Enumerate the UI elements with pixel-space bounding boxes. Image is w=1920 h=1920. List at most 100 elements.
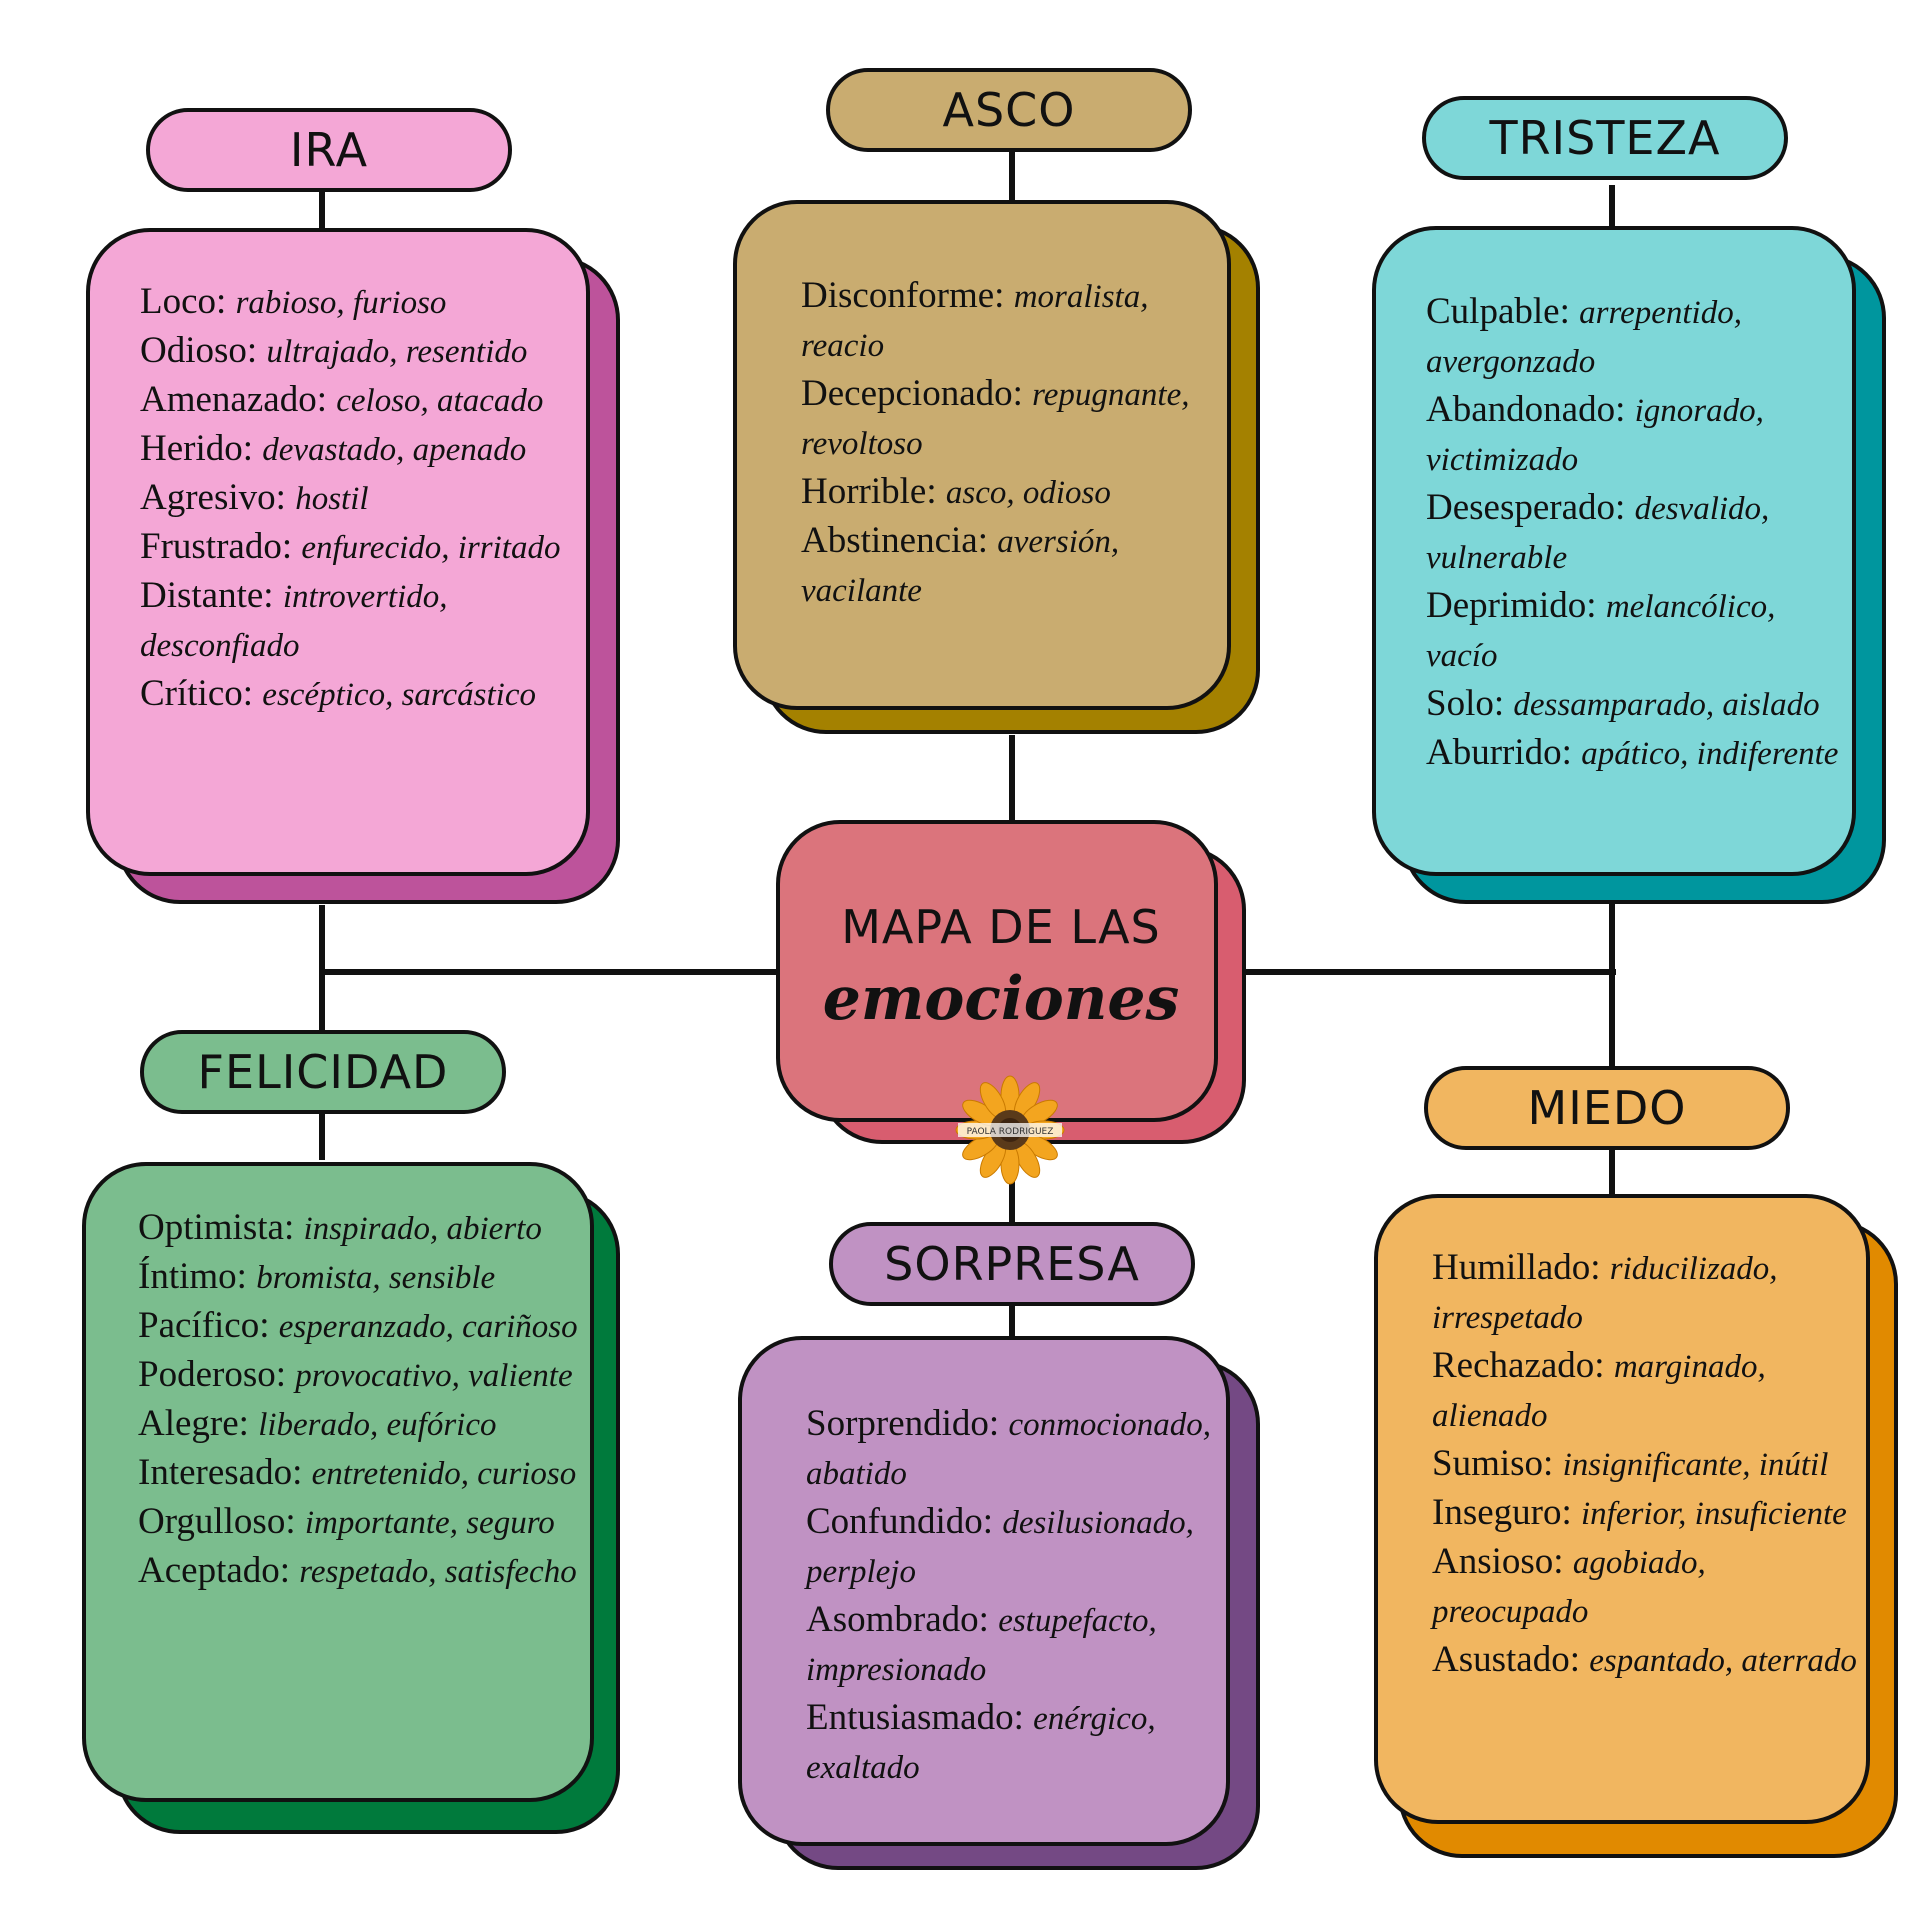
miedo-item-term: Humillado:: [1432, 1247, 1601, 1288]
ira-item-term: Amenazado:: [140, 379, 327, 420]
felicidad-item-term: Poderoso:: [138, 1354, 286, 1395]
ira-item-desc: escéptico, sarcástico: [262, 677, 536, 713]
ira-item-desc: devastado, apenado: [262, 432, 527, 468]
sorpresa-item-desc: desilusionado, perplejo: [806, 1505, 1194, 1590]
ira-item: Amenazado: celoso, atacado: [140, 376, 586, 425]
felicidad-item: Aceptado: respetado, satisfecho: [138, 1547, 590, 1596]
felicidad-title: FELICIDAD: [140, 1030, 506, 1114]
ira-item-desc: introvertido, desconfiado: [140, 579, 448, 664]
felicidad-item: Íntimo: bromista, sensible: [138, 1253, 590, 1302]
center-title: MAPA DE LAS emociones: [776, 900, 1226, 1034]
miedo-item-desc: riducilizado, irrespetado: [1432, 1251, 1778, 1336]
felicidad-item: Alegre: liberado, eufórico: [138, 1400, 590, 1449]
asco-item: Abstinencia: aversión, vacilante: [801, 517, 1207, 615]
felicidad-item-desc: inspirado, abierto: [303, 1211, 542, 1247]
ira-item-desc: rabioso, furioso: [235, 285, 447, 321]
tristeza-item: Deprimido: melancólico, vacío: [1426, 582, 1852, 680]
felicidad-item-desc: provocativo, valiente: [295, 1358, 573, 1394]
felicidad-item-desc: esperanzado, cariñoso: [278, 1309, 578, 1345]
ira-item: Crítico: escéptico, sarcástico: [140, 670, 586, 719]
sorpresa-item-term: Sorprendido:: [806, 1403, 1000, 1444]
sorpresa-item-term: Confundido:: [806, 1501, 994, 1542]
ira-item: Frustrado: enfurecido, irritado: [140, 523, 586, 572]
sorpresa-item: Confundido: desilusionado, perplejo: [806, 1498, 1216, 1596]
tristeza-item-term: Abandonado:: [1426, 389, 1626, 430]
sorpresa-item-term: Asombrado:: [806, 1599, 989, 1640]
asco-title: ASCO: [826, 68, 1192, 152]
miedo-item-desc: espantado, aterrado: [1589, 1643, 1857, 1679]
tristeza-item: Culpable: arrepentido, avergonzado: [1426, 288, 1852, 386]
ira-item-term: Agresivo:: [140, 477, 286, 518]
miedo-item-desc: insignificante, inútil: [1562, 1447, 1829, 1483]
ira-item-term: Herido:: [140, 428, 254, 469]
ira-item-desc: enfurecido, irritado: [301, 530, 561, 566]
miedo-item: Rechazado: marginado, alienado: [1432, 1342, 1866, 1440]
center-title-line2: emociones: [822, 964, 1180, 1034]
center-title-line1: MAPA DE LAS: [841, 900, 1161, 954]
asco-item: Horrible: asco, odioso: [801, 468, 1207, 517]
tristeza-item: Aburrido: apático, indiferente: [1426, 729, 1852, 778]
asco-item-desc: aversión, vacilante: [801, 524, 1120, 609]
ira-item-desc: ultrajado, resentido: [266, 334, 528, 370]
ira-item-term: Distante:: [140, 575, 274, 616]
sorpresa-title: SORPRESA: [829, 1222, 1195, 1306]
ira-item-desc: hostil: [295, 481, 369, 517]
tristeza-item: Abandonado: ignorado, victimizado: [1426, 386, 1852, 484]
ira-item-term: Crítico:: [140, 673, 254, 714]
felicidad-item-desc: respetado, satisfecho: [299, 1554, 577, 1590]
ira-item-term: Loco:: [140, 281, 227, 322]
asco-item: Decepcionado: repugnante, revoltoso: [801, 370, 1207, 468]
miedo-item: Humillado: riducilizado, irrespetado: [1432, 1244, 1866, 1342]
ira-item: Loco: rabioso, furioso: [140, 278, 586, 327]
tristeza-item-term: Solo:: [1426, 683, 1505, 724]
miedo-item-desc: agobiado, preocupado: [1432, 1545, 1706, 1630]
tristeza-item-desc: desvalido, vulnerable: [1426, 491, 1770, 576]
asco-item-term: Horrible:: [801, 471, 937, 512]
ira-item-term: Frustrado:: [140, 526, 293, 567]
ira-item-desc: celoso, atacado: [336, 383, 544, 419]
miedo-item: Asustado: espantado, aterrado: [1432, 1636, 1866, 1685]
miedo-item: Sumiso: insignificante, inútil: [1432, 1440, 1866, 1489]
tristeza-item-desc: arrepentido, avergonzado: [1426, 295, 1742, 380]
asco-item-term: Disconforme:: [801, 275, 1005, 316]
tristeza-item-desc: melancólico, vacío: [1426, 589, 1776, 674]
sorpresa-item-desc: estupefacto, impresionado: [806, 1603, 1157, 1688]
ira-item: Herido: devastado, apenado: [140, 425, 586, 474]
tristeza-title: TRISTEZA: [1422, 96, 1788, 180]
ira-item: Distante: introvertido, desconfiado: [140, 572, 586, 670]
miedo-item-desc: marginado, alienado: [1432, 1349, 1766, 1434]
tristeza-item-desc: apático, indiferente: [1581, 736, 1839, 772]
felicidad-item-term: Pacífico:: [138, 1305, 270, 1346]
felicidad-item-term: Íntimo:: [138, 1256, 247, 1297]
sorpresa-item-desc: conmocionado, abatido: [806, 1407, 1211, 1492]
asco-item-desc: repugnante, revoltoso: [801, 377, 1190, 462]
ira-item-term: Odioso:: [140, 330, 258, 371]
asco-item-term: Abstinencia:: [801, 520, 989, 561]
tristeza-item-term: Desesperado:: [1426, 487, 1626, 528]
sorpresa-item-term: Entusiasmado:: [806, 1697, 1024, 1738]
sorpresa-item: Entusiasmado: enérgico, exaltado: [806, 1694, 1216, 1792]
miedo-item-desc: inferior, insuficiente: [1581, 1496, 1847, 1532]
felicidad-item-term: Optimista:: [138, 1207, 295, 1248]
felicidad-item-term: Aceptado:: [138, 1550, 291, 1591]
ira-item: Odioso: ultrajado, resentido: [140, 327, 586, 376]
center-box: [776, 820, 1218, 1122]
miedo-item-term: Asustado:: [1432, 1639, 1580, 1680]
felicidad-item-desc: entretenido, curioso: [311, 1456, 577, 1492]
miedo-title: MIEDO: [1424, 1066, 1790, 1150]
sorpresa-item: Sorprendido: conmocionado, abatido: [806, 1400, 1216, 1498]
asco-item-desc: asco, odioso: [945, 475, 1111, 511]
miedo-item-term: Rechazado:: [1432, 1345, 1605, 1386]
miedo-item: Inseguro: inferior, insuficiente: [1432, 1489, 1866, 1538]
tristeza-item: Desesperado: desvalido, vulnerable: [1426, 484, 1852, 582]
felicidad-item-desc: liberado, eufórico: [258, 1407, 497, 1443]
